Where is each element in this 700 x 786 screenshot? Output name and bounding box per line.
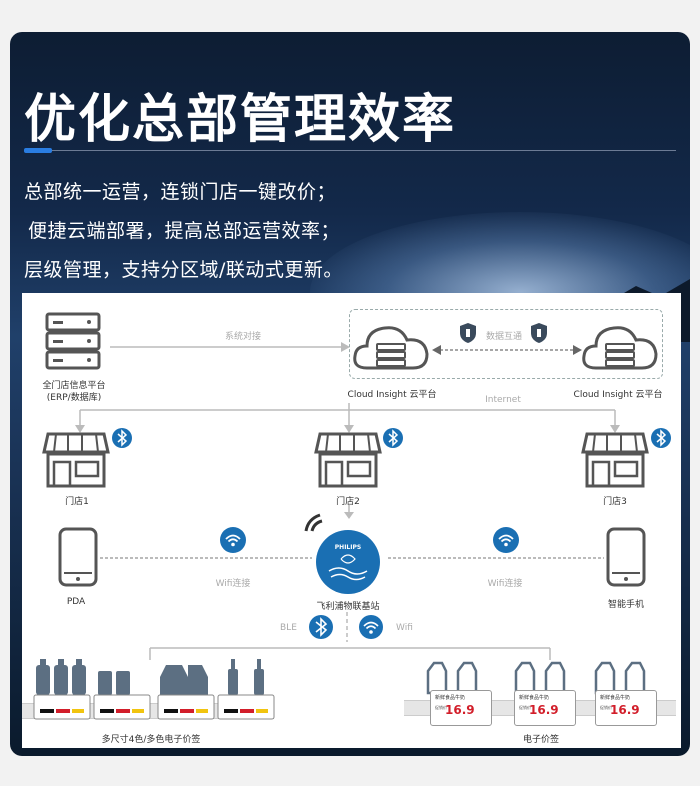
- distribution-lines: [75, 403, 620, 433]
- store-2-label: 门店2: [336, 497, 360, 507]
- sync-label: 数据互通: [485, 332, 523, 342]
- wifi-hub-label: Wifi: [396, 623, 413, 633]
- products-multi-size-tags: [33, 659, 275, 720]
- erp-label: 全门店信息平台: [42, 381, 106, 391]
- tags-right-label: 电子价签: [522, 735, 560, 745]
- price-tag-3-price: 16.9: [610, 703, 640, 717]
- page-title: 优化总部管理效率: [24, 90, 457, 150]
- price-tag-1-title: 新鲜食品牛奶: [435, 695, 466, 701]
- shield-icon-right: [531, 323, 547, 343]
- pda-icon: [58, 527, 98, 587]
- store-3-label: 门店3: [603, 497, 627, 507]
- pda-label: PDA: [66, 597, 86, 607]
- shield-icon-left: [460, 323, 476, 343]
- bluetooth-icon-store-2: [383, 428, 403, 448]
- tags-bracket: [149, 647, 551, 660]
- wifi-link-right-label: Wifi连接: [487, 579, 523, 589]
- wifi-link-left: [100, 557, 312, 559]
- bluetooth-icon-hub: [309, 615, 333, 639]
- cloud-left-label: Cloud Insight 云平台: [347, 390, 437, 400]
- wifi-icon-hub: [359, 615, 383, 639]
- store-icon-1: [42, 432, 110, 488]
- price-tag-1-small: 促销价: [435, 705, 447, 710]
- server-icon: [45, 312, 101, 370]
- philips-hub-icon: [316, 530, 380, 594]
- architecture-diagram: [22, 293, 681, 748]
- store-icon-2: [314, 432, 382, 488]
- cloud-right-label: Cloud Insight 云平台: [573, 390, 663, 400]
- price-tag-2-small: 促销价: [519, 705, 531, 710]
- tags-left-label: 多尺寸4色/多色电子价签: [101, 735, 201, 745]
- price-tag-3: 新鲜食品牛奶 促销价 16.9: [595, 690, 657, 726]
- bluetooth-icon-store-3: [651, 428, 671, 448]
- cloud-server-icon-right: [582, 326, 658, 370]
- sync-arrow: [432, 345, 582, 355]
- hub-label: 飞利浦物联基站: [316, 602, 380, 612]
- bluetooth-icon-store-1: [112, 428, 132, 448]
- wifi-icon-left: [220, 527, 246, 553]
- cloud-server-icon-left: [353, 326, 429, 370]
- price-tag-2-title: 新鲜食品牛奶: [519, 695, 550, 701]
- store-to-hub-arrow: [344, 505, 354, 519]
- cloud-zone: [349, 309, 663, 379]
- feature-line-2: 便捷云端部署，提高总部运营效率；: [28, 220, 341, 242]
- store-icon-3: [581, 432, 649, 488]
- wifi-link-right: [388, 557, 604, 559]
- broadcast-icon: [304, 513, 323, 532]
- store-1-label: 门店1: [65, 497, 89, 507]
- link-arrow: [110, 342, 350, 352]
- wifi-icon-right: [493, 527, 519, 553]
- price-tag-3-small: 促销价: [600, 705, 612, 710]
- price-tag-1: 新鲜食品牛奶 促销价 16.9: [430, 690, 492, 726]
- ble-label: BLE: [280, 623, 297, 633]
- smartphone-icon: [606, 527, 646, 587]
- title-divider-accent: [24, 148, 52, 153]
- erp-sublabel: (ERP/数据库): [46, 393, 102, 403]
- feature-line-3: 层级管理，支持分区域/联动式更新。: [24, 259, 343, 281]
- wifi-link-left-label: Wifi连接: [215, 579, 251, 589]
- price-tag-3-title: 新鲜食品牛奶: [600, 695, 631, 701]
- internet-label: Internet: [485, 395, 521, 405]
- price-tag-2: 新鲜食品牛奶 促销价 16.9: [514, 690, 576, 726]
- smartphone-label: 智能手机: [607, 600, 645, 610]
- price-tag-1-price: 16.9: [445, 703, 475, 717]
- title-divider: [24, 150, 676, 151]
- price-tag-2-price: 16.9: [529, 703, 559, 717]
- hub-divider: [346, 612, 348, 642]
- feature-line-1: 总部统一运营，连锁门店一键改价；: [24, 181, 337, 203]
- link-label: 系统对接: [224, 332, 262, 342]
- hub-brand: PHILIPS: [334, 544, 362, 551]
